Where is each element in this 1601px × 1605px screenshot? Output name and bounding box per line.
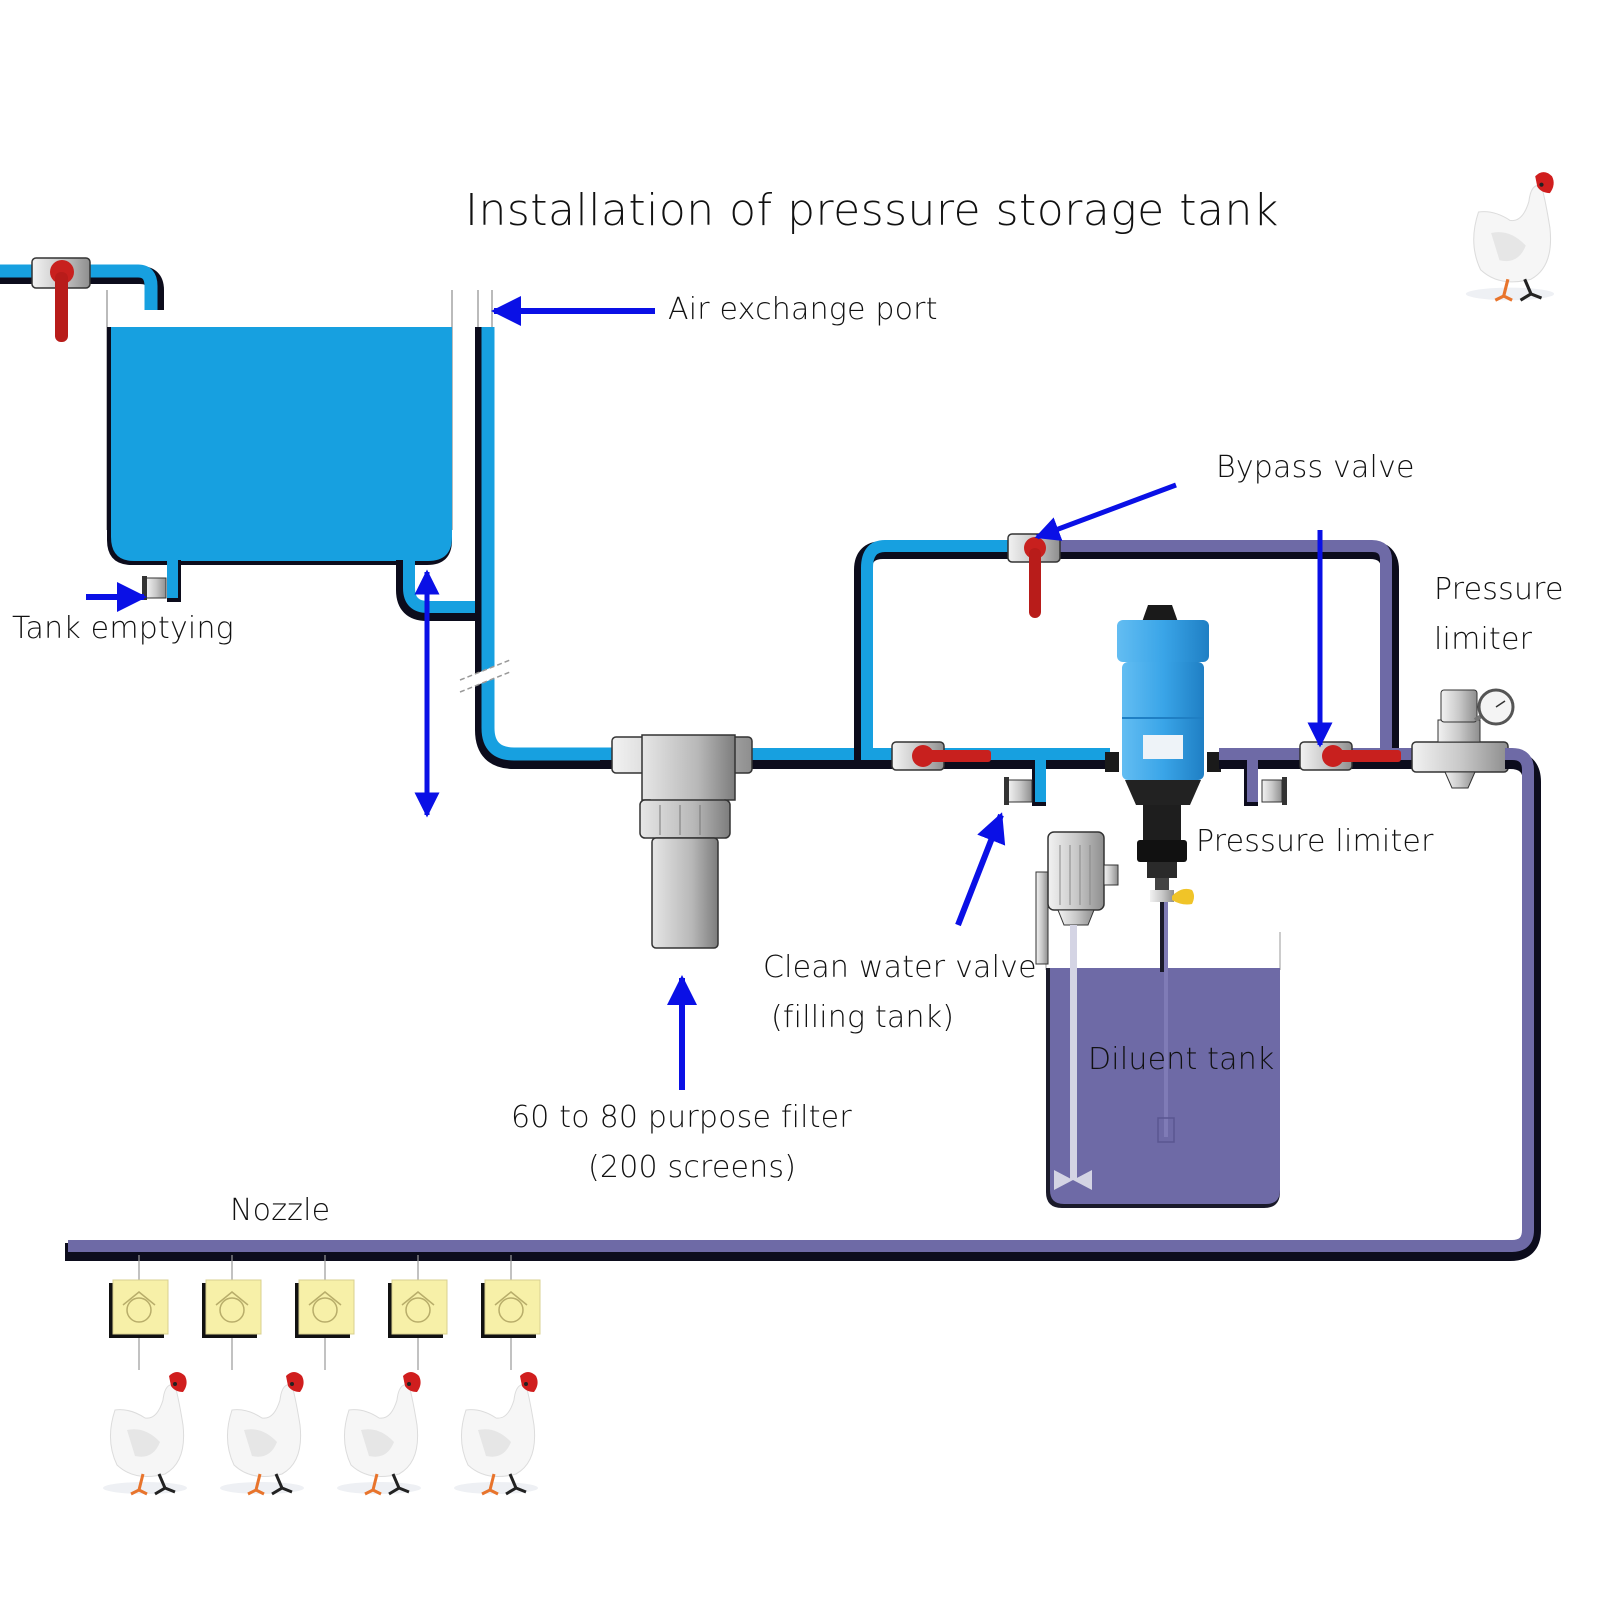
- nozzle: [295, 1255, 355, 1370]
- chicken: [454, 1372, 538, 1496]
- pressure-regulator[interactable]: [1411, 689, 1509, 789]
- clean-water-tee: [1032, 760, 1046, 806]
- chicken-corner: [1465, 172, 1555, 302]
- nozzle: [388, 1255, 448, 1370]
- pipe-break-symbol: [459, 659, 511, 693]
- distribution-pipe: [65, 748, 1541, 1261]
- arrow-bypass-valve: [1034, 482, 1177, 541]
- chicken: [220, 1372, 304, 1496]
- label-filter-1: 60 to 80 purpose filter: [511, 1100, 852, 1135]
- label-nozzle: Nozzle: [230, 1193, 331, 1228]
- label-air-exchange-port: Air exchange port: [668, 292, 938, 327]
- chicken-group: [103, 172, 1555, 1496]
- nozzle: [109, 1255, 169, 1370]
- label-filter-2: (200 screens): [588, 1150, 797, 1185]
- label-tank-emptying: Tank emptying: [12, 611, 234, 646]
- tank-emptying-valve[interactable]: [142, 576, 167, 600]
- label-clean-water-valve-2: (filling tank): [771, 1000, 955, 1035]
- dosing-pump[interactable]: [1105, 605, 1221, 902]
- arrow-clean-water-valve: [955, 812, 1006, 927]
- clean-water-valve[interactable]: [1004, 777, 1033, 805]
- label-clean-water-valve-1: Clean water valve: [763, 950, 1037, 985]
- chicken: [337, 1372, 421, 1496]
- dosed-drain-valve[interactable]: [1261, 777, 1287, 805]
- annotation-arrows: [86, 296, 1333, 1090]
- inlet-valve[interactable]: [31, 257, 91, 342]
- storage-tank: [106, 290, 453, 565]
- nozzle: [481, 1255, 541, 1370]
- label-bypass-valve: Bypass valve: [1216, 450, 1415, 485]
- label-pressure-limiter-top-2: limiter: [1434, 622, 1533, 657]
- bypass-pipe: [854, 540, 1399, 760]
- nozzle-group: [109, 1255, 541, 1370]
- suction-tube: [1157, 902, 1175, 1143]
- main-inlet-valve[interactable]: [891, 741, 991, 771]
- page-title: Installation of pressure storage tank: [465, 185, 1279, 236]
- label-diluent-tank: Diluent tank: [1088, 1042, 1275, 1077]
- chicken: [103, 1372, 187, 1496]
- pressure-gauge: [1477, 688, 1515, 726]
- tank-drain-stub: [167, 560, 181, 602]
- suction-tap-handle[interactable]: [1172, 888, 1194, 905]
- label-pressure-limiter-top-1: Pressure: [1434, 572, 1564, 607]
- inlet-pipe: [0, 264, 164, 310]
- dosed-drain-tee: [1244, 760, 1258, 806]
- nozzle: [202, 1255, 262, 1370]
- bypass-valve[interactable]: [1007, 533, 1061, 618]
- outlet-valve[interactable]: [1299, 741, 1401, 771]
- air-exchange-pipe: [475, 290, 620, 769]
- filter[interactable]: [611, 734, 753, 949]
- label-pressure-limiter-pump: Pressure limiter: [1196, 824, 1434, 859]
- mixer-motor[interactable]: [1035, 831, 1119, 1190]
